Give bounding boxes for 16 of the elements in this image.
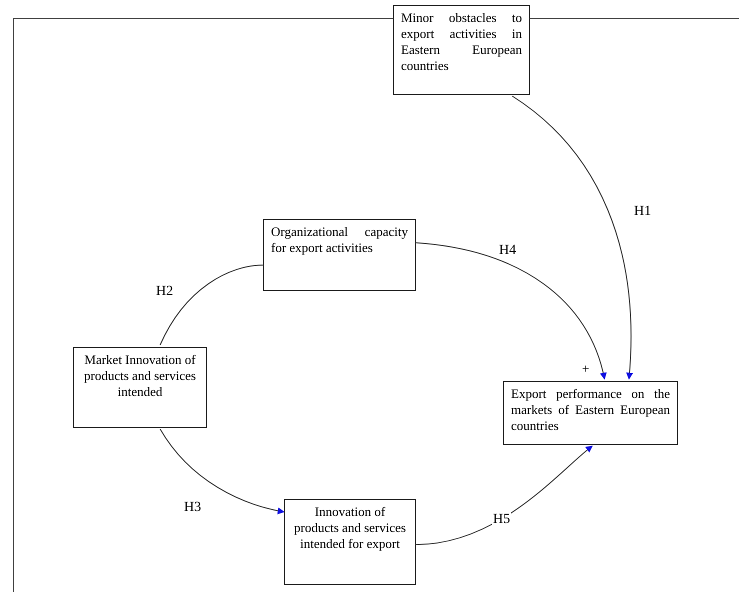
arrow — [160, 428, 285, 514]
arrow — [512, 96, 633, 380]
concept-box — [393, 5, 530, 95]
concept-box — [284, 499, 416, 585]
concept-box — [73, 347, 207, 428]
sign-label: + — [582, 362, 590, 376]
box-text: Organizational capacity for export activities — [271, 224, 408, 256]
box-text: Export performance on the markets of Eastern European countries — [511, 386, 670, 434]
box-text: Minor obstacles to export activities in Eastern European countries — [401, 10, 522, 74]
concept-box — [503, 381, 678, 445]
arrow — [416, 446, 593, 546]
arrow — [416, 242, 606, 380]
concept-box — [263, 219, 416, 291]
edge-label: H5 — [492, 512, 512, 528]
box-text: Innovation of products and services intended for export — [293, 504, 407, 552]
box-text: Market Innovation of products and services intended — [83, 352, 197, 400]
